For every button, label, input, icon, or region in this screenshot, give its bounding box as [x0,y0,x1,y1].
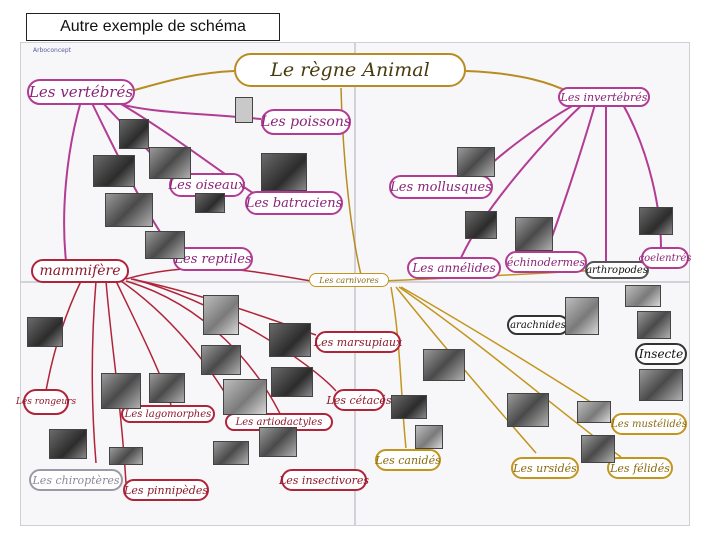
bird-photo [105,193,153,227]
node-carnivores: Les carnivores [309,273,389,287]
node-chiropteres: Les chiroptères [29,469,123,491]
kangaroo-photo [269,323,311,357]
starfish-photo [515,217,553,251]
node-poissons: Les poissons [261,109,351,135]
node-lagomorphes: Les lagomorphes [121,405,215,423]
node-reptiles: Les reptiles [173,247,253,271]
frog-photo [195,193,225,213]
hare-photo [149,373,185,403]
crab-photo [625,285,661,307]
node-ursides: Les ursidés [511,457,579,479]
dolphin-photo [271,367,313,397]
node-echinodermes: échinodermes [505,251,587,273]
node-arachnides: arachnides [507,315,569,335]
walrus-photo [423,349,465,381]
node-mustelides: Les mustélidés [611,413,687,435]
horse-photo [201,345,241,375]
node-mollusques: Les mollusques [389,175,493,199]
mind-map-poster: Arboconcept Le règne Animal [16,42,691,526]
elephant-photo [259,427,297,457]
node-oiseaux: Les oiseaux [169,173,245,197]
slide-title: Autre exemple de schéma [26,13,280,41]
rodent-photo [27,317,63,347]
spider-photo [565,297,599,335]
poster-credit: Arboconcept [33,47,71,54]
bat-photo [49,429,87,459]
insect-photo [639,369,683,401]
bird-photo [149,147,191,179]
reptile-photo [145,231,185,259]
zebra-photo [223,379,267,415]
bear-photo [507,393,549,427]
bird-photo [93,155,135,187]
node-insecte: Insecte [635,343,687,365]
cat-photo [581,435,615,463]
node-invertebres: Les invertébrés [558,87,650,107]
node-insectivores: Les insectivores [279,469,369,491]
node-coelentres: coelentrés [639,247,691,269]
snail-photo [457,147,495,177]
bird-photo [119,119,149,149]
node-pinnipedes: Les pinnipèdes [123,479,209,501]
fish-photo [235,97,253,123]
koala-photo [203,295,239,335]
node-arthropodes: arthropodes [585,261,649,279]
dog-photo [415,425,443,449]
node-marsupiaux: Les marsupiaux [314,331,402,353]
node-cetaces: Les cétacés [327,389,391,411]
hedgehog-photo [213,441,249,465]
seal-photo [109,447,143,465]
worm-photo [465,211,497,239]
node-mammiferes: mammifère [31,259,129,283]
node-felides: Les félidés [607,457,673,479]
frog-photo [261,153,307,191]
node-batraciens: Les batraciens [245,191,343,215]
jellyfish-photo [639,207,673,235]
rabbit-photo [101,373,141,409]
insect-photo [637,311,671,339]
node-annelides: Les annélides [407,257,501,279]
node-vertebres: Les vertébrés [27,79,135,105]
wolf-photo [391,395,427,419]
node-rongeurs: Les rongeurs [16,389,76,415]
root-node: Le règne Animal [234,53,466,87]
weasel-photo [577,401,611,423]
node-canides: Les canidés [375,449,441,471]
